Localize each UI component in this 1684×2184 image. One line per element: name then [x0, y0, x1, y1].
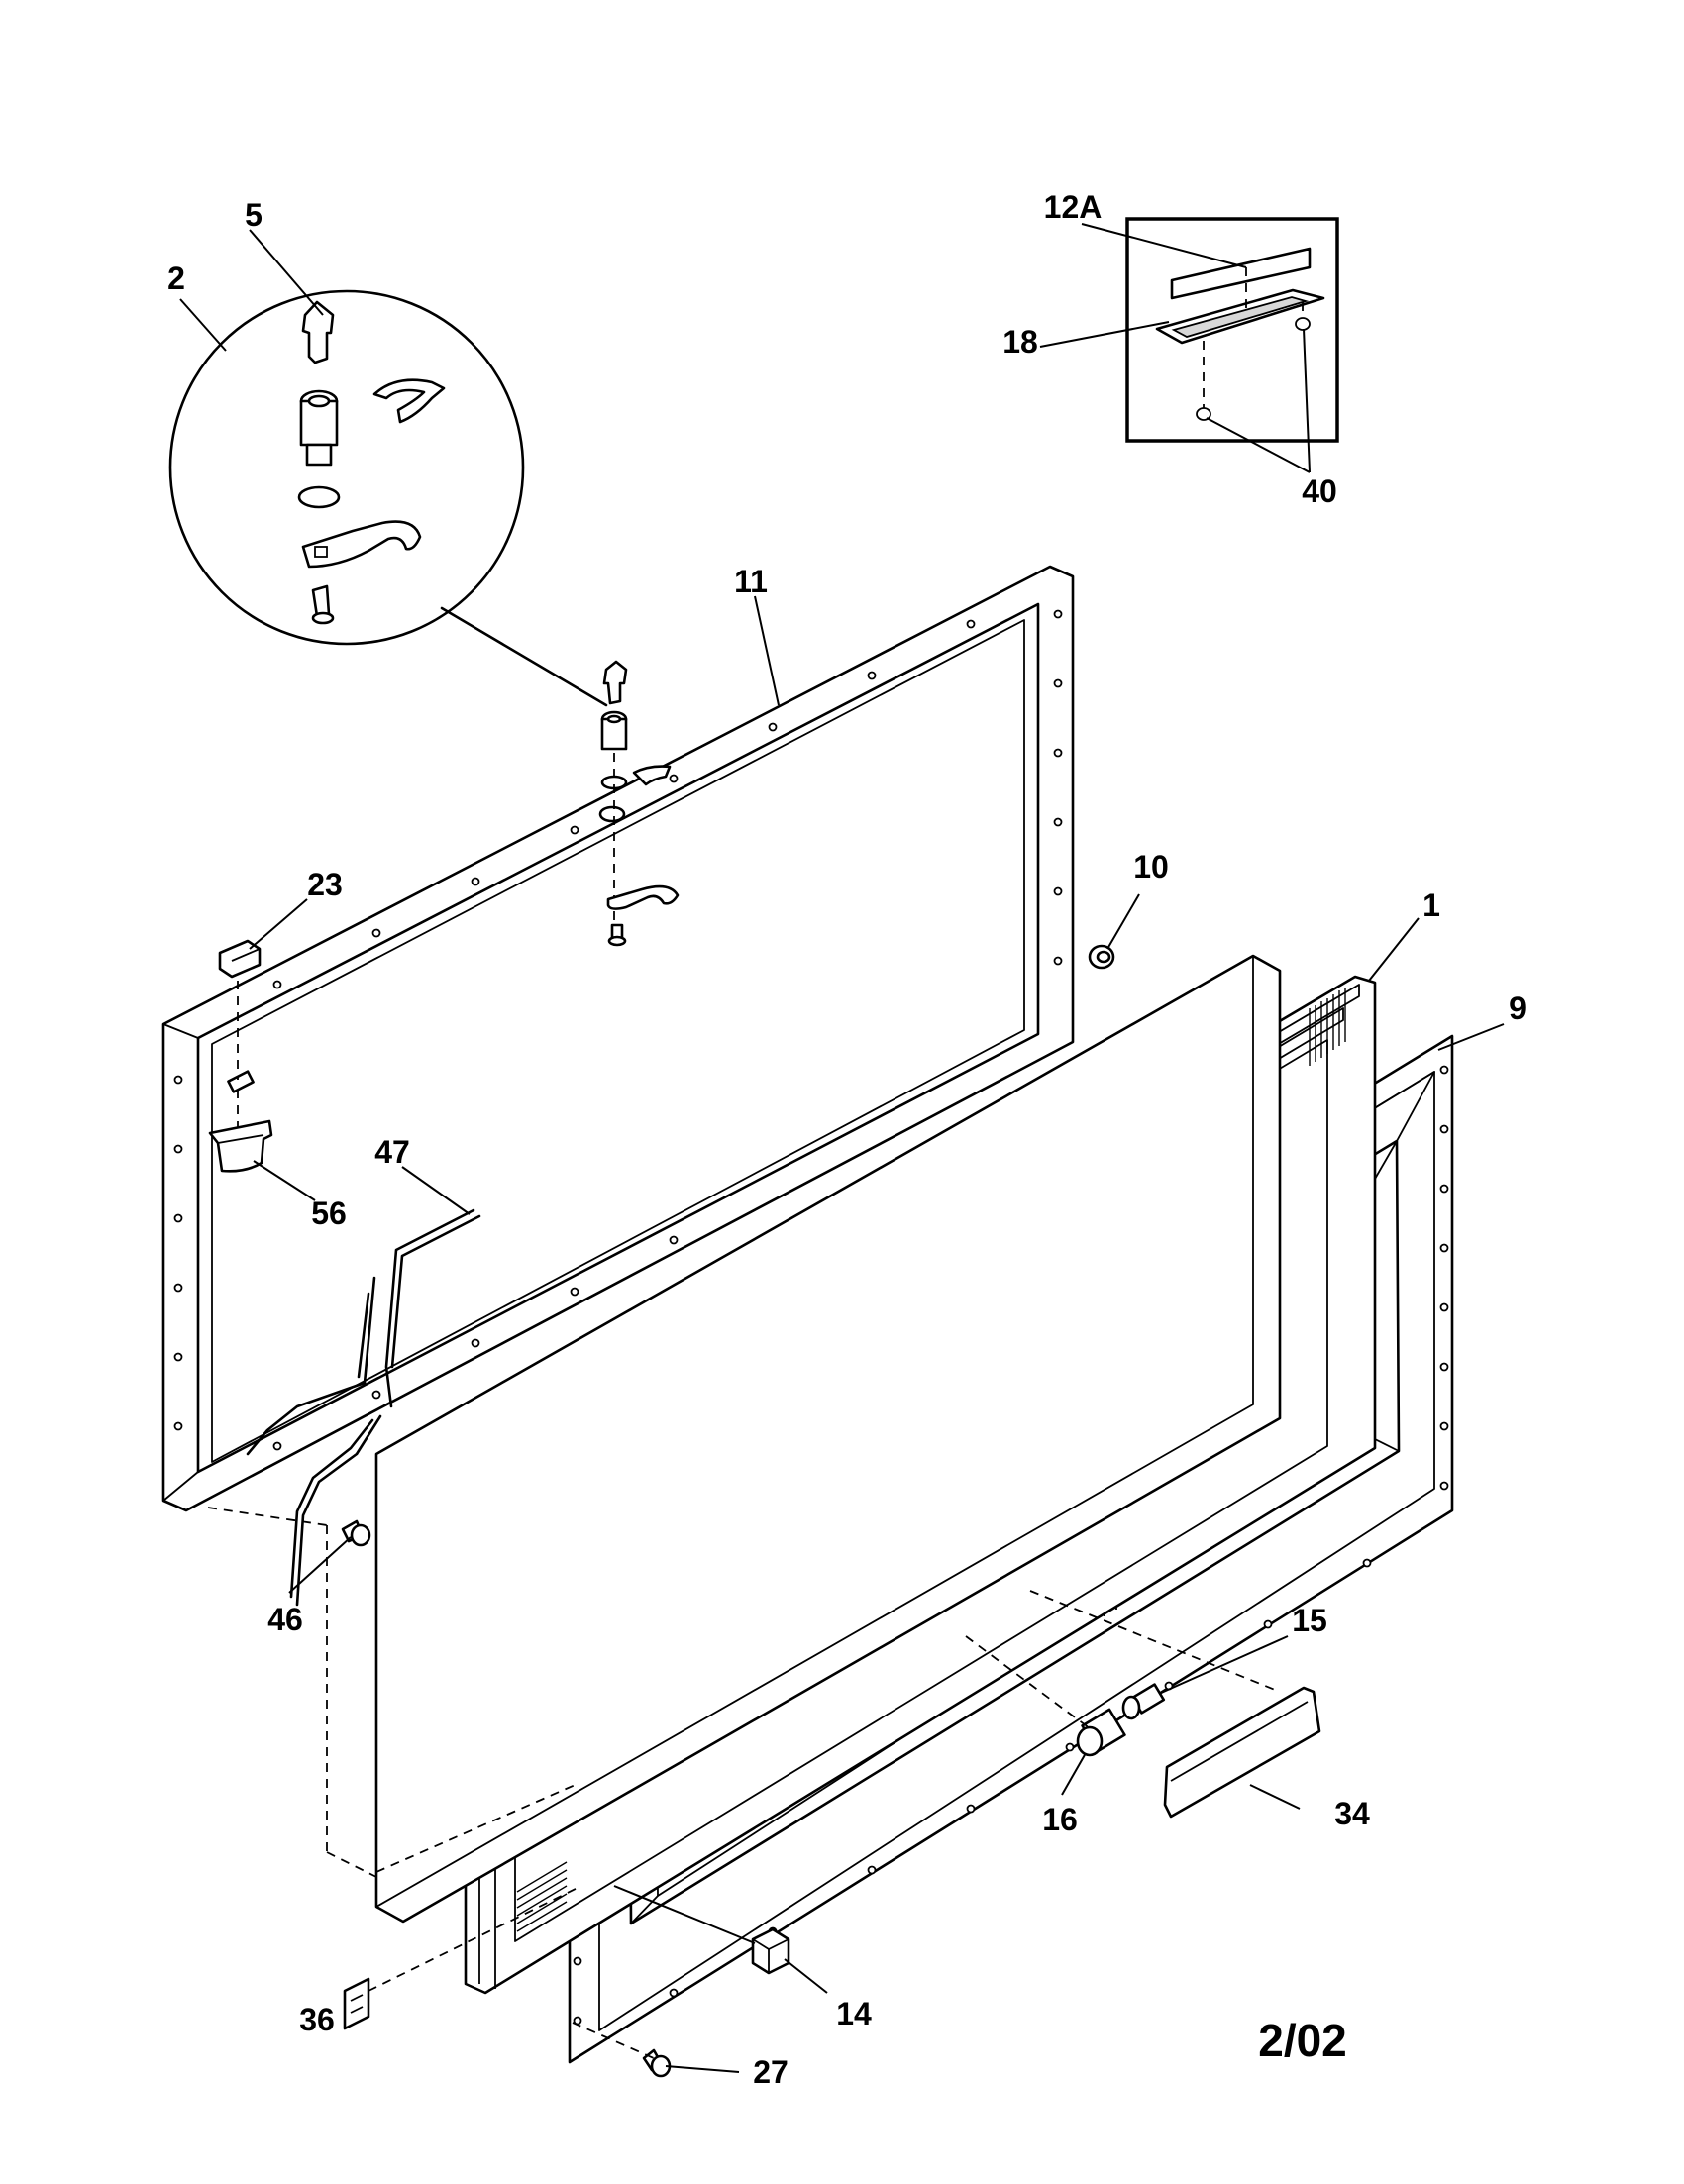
callout-labels: 1 2 5 9 10 11 12A 14 15 16 18 23 27 34 3… — [167, 189, 1526, 2090]
light-cover-34 — [1163, 1686, 1321, 1819]
detail-circle — [168, 289, 525, 646]
bracket-56 — [208, 1119, 273, 1173]
callout-5: 5 — [245, 197, 263, 233]
bulb-16 — [1076, 1708, 1126, 1757]
lock-screw — [311, 584, 331, 618]
lock-clip — [372, 378, 446, 424]
callout-18: 18 — [1002, 324, 1038, 360]
callout-14: 14 — [836, 1996, 872, 2031]
callout-16: 16 — [1042, 1802, 1078, 1837]
callout-34: 34 — [1334, 1796, 1370, 1831]
screw-27 — [642, 2048, 672, 2078]
nameplate-12a — [1170, 247, 1312, 300]
handle-detail-inset — [1125, 217, 1339, 443]
nut-40-a — [1196, 407, 1211, 421]
light-socket-15 — [1121, 1683, 1166, 1720]
liner-frame-holes — [173, 609, 1063, 1451]
callout-56: 56 — [311, 1196, 347, 1231]
callout-23: 23 — [307, 867, 343, 902]
gasket-corner-grille-left — [516, 1861, 568, 1932]
date-code: 2/02 — [1258, 2015, 1347, 2066]
lock-cam — [301, 520, 422, 569]
hinge-plate-36 — [343, 1977, 370, 2030]
nut-40-b — [1295, 317, 1311, 331]
callout-10: 10 — [1133, 849, 1169, 884]
callout-9: 9 — [1509, 990, 1526, 1026]
plug-10 — [1088, 944, 1115, 970]
callout-1: 1 — [1422, 887, 1440, 923]
callout-40: 40 — [1302, 473, 1337, 509]
callout-11: 11 — [734, 564, 768, 599]
lock-assembly-installed — [600, 660, 680, 947]
gasket-corner-grille-right — [1309, 988, 1346, 1066]
callout-15: 15 — [1292, 1603, 1327, 1638]
callout-36: 36 — [299, 2002, 335, 2037]
door-foam-block — [374, 954, 1282, 1924]
callout-12a: 12A — [1044, 189, 1103, 225]
door-liner-frame-11 — [161, 565, 1075, 1512]
leader-lines — [179, 223, 1505, 2073]
screw-46 — [341, 1519, 371, 1547]
light-switch-23 — [218, 939, 262, 979]
lock-detail-circle — [168, 289, 608, 707]
callout-2: 2 — [167, 260, 185, 296]
callout-46: 46 — [267, 1602, 303, 1637]
heater-wire-47 — [246, 1208, 481, 1607]
lock-ring — [297, 485, 341, 509]
door-switch-14 — [751, 1927, 790, 1975]
key-5 — [301, 300, 335, 364]
callout-27: 27 — [753, 2054, 789, 2090]
callout-47: 47 — [374, 1134, 410, 1170]
